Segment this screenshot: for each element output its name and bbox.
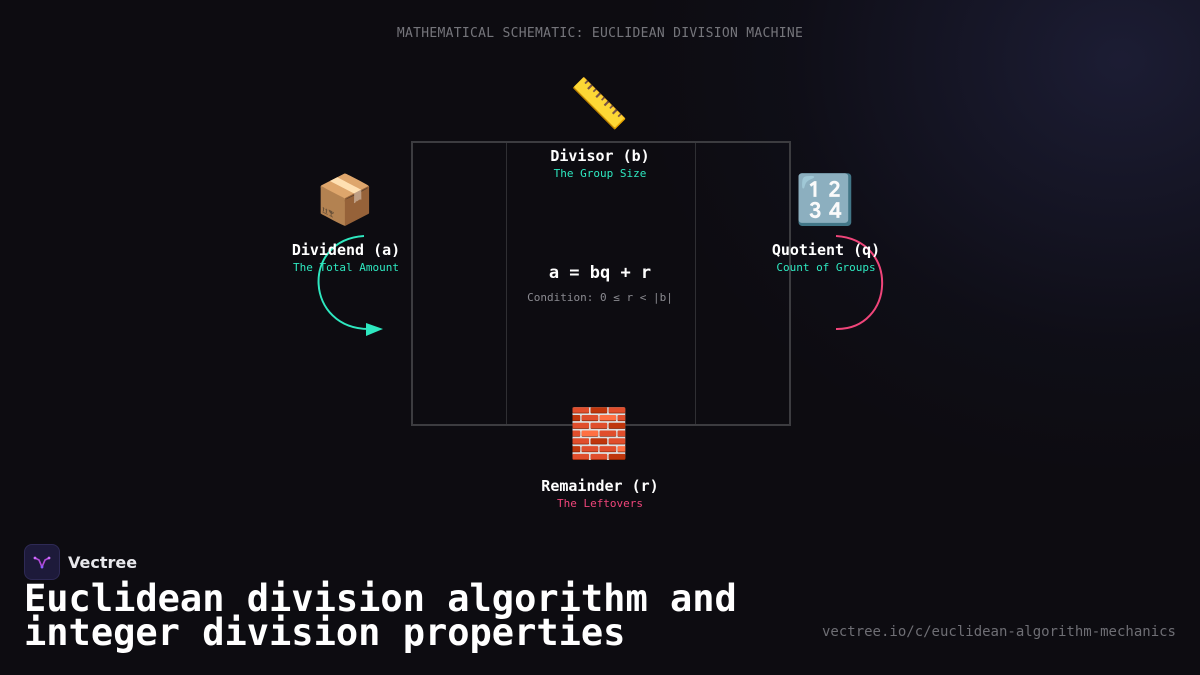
divisor-sublabel: The Group Size	[553, 167, 647, 180]
quotient-node: Quotient (q) Count of Groups	[706, 241, 946, 274]
title-line-1: Euclidean division algorithm and	[24, 577, 737, 620]
dividend-node: Dividend (a) The Total Amount	[226, 241, 466, 274]
quotient-arrow	[835, 235, 884, 331]
division-formula: a = bq + r	[548, 263, 652, 283]
quotient-sublabel: Count of Groups	[776, 261, 876, 274]
frame-divider-left	[506, 143, 507, 424]
division-machine-frame	[411, 141, 791, 426]
remainder-node: Remainder (r) The Leftovers	[480, 477, 720, 510]
divisor-node: Divisor (b) The Group Size	[480, 147, 720, 180]
page-title: Euclidean division algorithm and integer…	[24, 577, 784, 654]
dividend-arrow	[317, 235, 371, 331]
dividend-label: Dividend (a)	[291, 241, 401, 259]
brand: Vectree	[24, 544, 137, 580]
bricks-icon: 🧱	[569, 406, 629, 462]
quotient-label: Quotient (q)	[771, 241, 881, 259]
dividend-sublabel: The Total Amount	[293, 261, 399, 274]
brand-name: Vectree	[68, 552, 138, 572]
source-url: vectree.io/c/euclidean-algorithm-mechani…	[821, 624, 1176, 640]
schematic-header: MATHEMATICAL SCHEMATIC: EUCLIDEAN DIVISI…	[396, 26, 804, 41]
remainder-condition: Condition: 0 ≤ r < |b|	[527, 291, 673, 304]
remainder-label: Remainder (r)	[541, 477, 659, 495]
frame-divider-right	[695, 143, 696, 424]
ruler-icon: 📏	[569, 76, 629, 132]
numbers-icon: 🔢	[795, 172, 855, 228]
package-icon: 📦	[315, 172, 375, 228]
remainder-sublabel: The Leftovers	[556, 497, 644, 510]
divisor-label: Divisor (b)	[550, 147, 650, 165]
dividend-arrowhead	[366, 323, 383, 336]
vectree-logo-icon	[24, 544, 60, 580]
title-line-2: integer division properties	[24, 611, 626, 654]
